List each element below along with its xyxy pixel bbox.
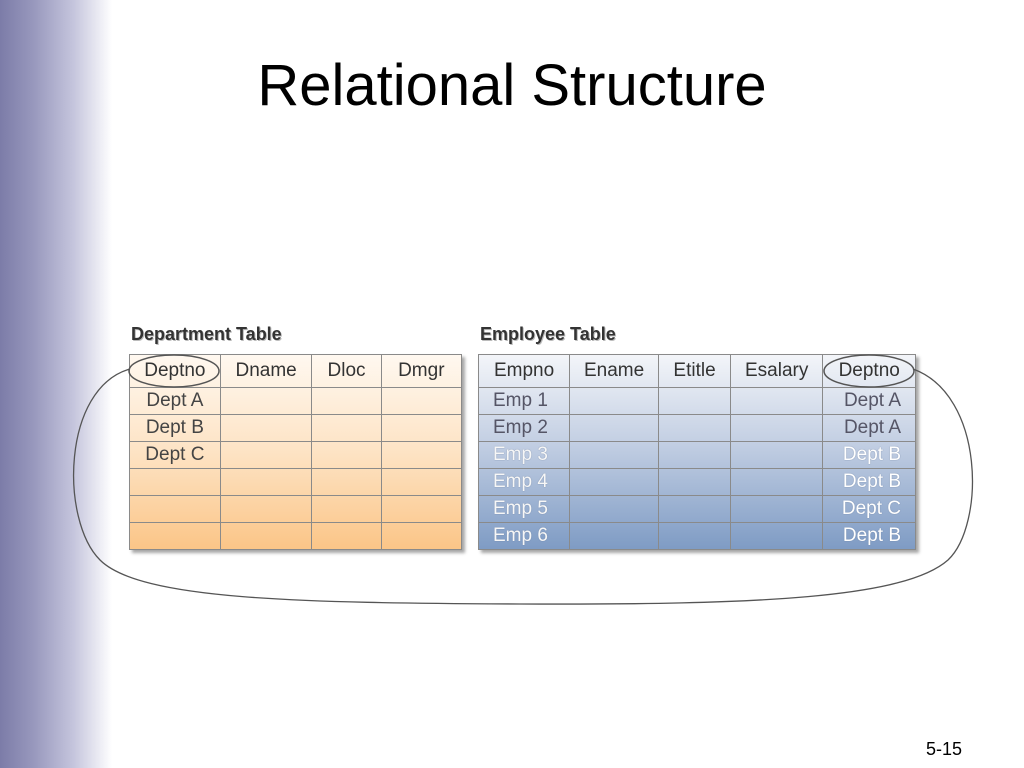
table-cell [729, 414, 824, 442]
table-cell [219, 414, 313, 442]
table-row: Dept A [129, 387, 463, 415]
column-header-dloc: Dloc [311, 354, 382, 388]
table-cell [129, 522, 221, 550]
column-header-etitle: Etitle [658, 354, 731, 388]
table-cell: Dept B [822, 441, 916, 469]
table-cell: Emp 2 [477, 414, 571, 442]
dept-deptno-highlight-oval [128, 354, 220, 388]
table-cell [658, 522, 731, 550]
employee-table: Empno Ename Etitle Esalary Deptno Emp 1 … [477, 354, 916, 550]
table-cell [729, 495, 824, 523]
table-cell: Emp 6 [477, 522, 571, 550]
table-row: Emp 6 Dept B [477, 522, 916, 550]
department-table: Deptno Dname Dloc Dmgr Dept A Dept B Dep… [129, 354, 463, 550]
table-cell [380, 414, 463, 442]
table-cell [569, 441, 660, 469]
table-cell: Emp 5 [477, 495, 571, 523]
emp-deptno-highlight-oval [823, 354, 915, 388]
table-row: Emp 5 Dept C [477, 495, 916, 523]
table-cell [658, 441, 731, 469]
table-cell [380, 495, 463, 523]
column-header-dmgr: Dmgr [380, 354, 463, 388]
table-row: Emp 1 Dept A [477, 387, 916, 415]
column-header-esalary: Esalary [729, 354, 824, 388]
table-cell [219, 522, 313, 550]
table-row: Dept C [129, 441, 463, 469]
table-cell [129, 495, 221, 523]
table-cell: Emp 3 [477, 441, 571, 469]
table-cell [658, 495, 731, 523]
table-row [129, 468, 463, 496]
table-cell: Dept C [129, 441, 221, 469]
table-cell: Dept B [822, 522, 916, 550]
page-number: 5-15 [925, 739, 962, 759]
table-header-row: Empno Ename Etitle Esalary Deptno [477, 354, 916, 388]
table-cell [380, 522, 463, 550]
decorative-side-bar [0, 0, 112, 768]
column-header-empno: Empno [477, 354, 571, 388]
foreign-key-connector-line [72, 368, 974, 605]
table-cell [729, 387, 824, 415]
employee-table-caption: Employee Table [480, 324, 616, 344]
table-cell [129, 468, 221, 496]
table-row: Emp 4 Dept B [477, 468, 916, 496]
table-cell [569, 522, 660, 550]
table-cell [729, 522, 824, 550]
column-header-dname: Dname [219, 354, 313, 388]
table-cell: Dept B [822, 468, 916, 496]
column-header-ename: Ename [569, 354, 660, 388]
table-cell [311, 522, 382, 550]
table-cell [380, 468, 463, 496]
table-cell [569, 387, 660, 415]
table-cell: Dept A [129, 387, 221, 415]
table-row [129, 522, 463, 550]
table-cell [729, 468, 824, 496]
table-row: Emp 3 Dept B [477, 441, 916, 469]
table-row [129, 495, 463, 523]
table-cell: Dept A [822, 387, 916, 415]
table-row: Emp 2 Dept A [477, 414, 916, 442]
table-cell: Emp 4 [477, 468, 571, 496]
table-cell [219, 441, 313, 469]
table-cell [729, 441, 824, 469]
department-table-caption: Department Table [131, 324, 282, 344]
table-cell [569, 495, 660, 523]
table-cell [311, 441, 382, 469]
table-cell: Emp 1 [477, 387, 571, 415]
table-row: Dept B [129, 414, 463, 442]
table-cell: Dept C [822, 495, 916, 523]
slide-title: Relational Structure [257, 53, 767, 118]
